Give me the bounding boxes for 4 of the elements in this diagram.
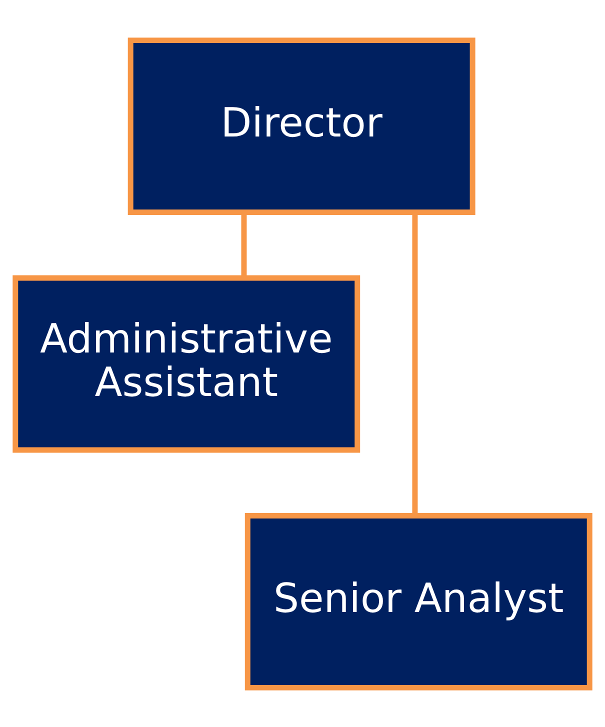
connector	[241, 212, 247, 278]
node-box: Director	[128, 37, 476, 214]
node-box: Administrative Assistant	[12, 274, 360, 452]
node-box: Senior Analyst	[244, 512, 592, 690]
